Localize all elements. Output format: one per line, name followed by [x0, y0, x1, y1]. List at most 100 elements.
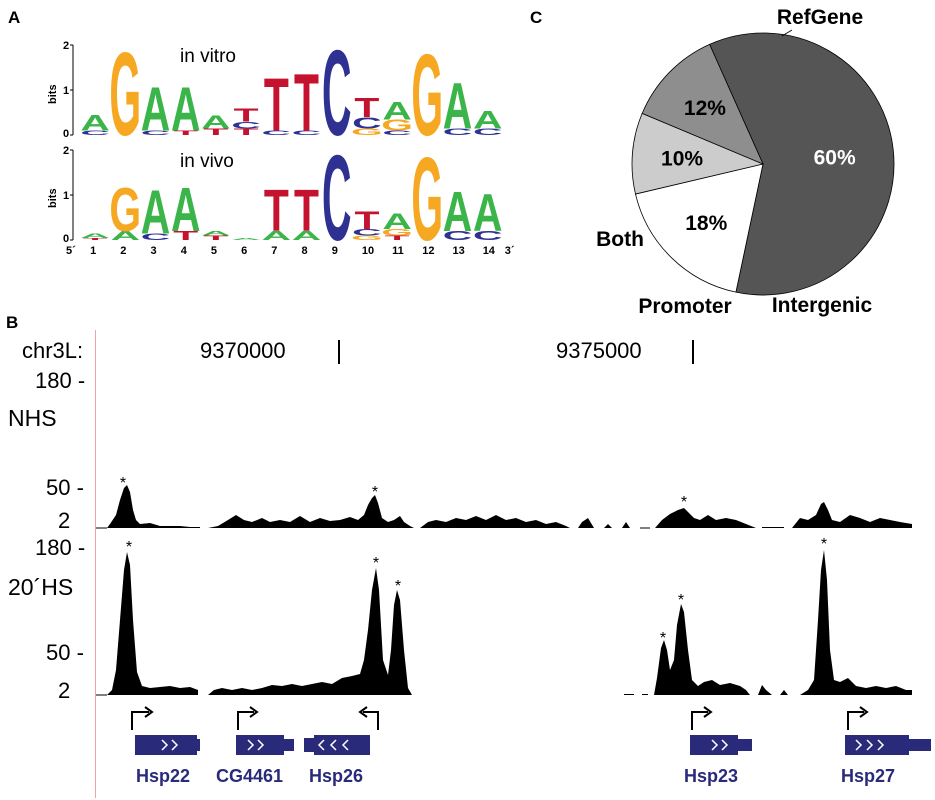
logo-letter-T: T: [234, 104, 260, 125]
hs-track-name: 20´HS: [8, 574, 74, 600]
gene-hsp26: [304, 706, 379, 755]
logo-letter-A: A: [141, 178, 170, 248]
peak-star: *: [681, 494, 687, 511]
logo-title-in-vitro: in vitro: [180, 46, 236, 67]
peak-star: *: [821, 536, 827, 553]
logo-letter-C: C: [141, 130, 170, 137]
hs-top-value: 180 -: [35, 535, 86, 560]
logo-letter-A: A: [443, 182, 472, 244]
logo-letter-A: A: [262, 229, 291, 243]
logo-letter-T: T: [173, 229, 199, 243]
panel-c-label: C: [530, 8, 543, 27]
logo-letter-G: G: [381, 227, 413, 237]
logo-letter-C: C: [473, 229, 502, 243]
logo-letter-C: C: [231, 120, 260, 130]
logo-letter-C: C: [473, 127, 502, 137]
logo-letter-C: C: [443, 229, 472, 243]
logo-letter-A: A: [171, 75, 200, 145]
track-left-border: [95, 330, 96, 798]
logo-xtick: 3´: [504, 245, 515, 257]
pie-percent-label: 18%: [685, 212, 727, 235]
logo-letter-A: A: [443, 69, 472, 142]
logo-xtick: 5: [210, 245, 218, 257]
coord-label-2: 9375000: [556, 338, 642, 363]
gene-hsp23: [690, 706, 752, 755]
peak-star: *: [373, 555, 379, 572]
panel-a-label: A: [8, 8, 21, 27]
hs-mid-value: 50 -: [46, 640, 84, 665]
logo-letter-C: C: [443, 127, 472, 137]
pie-category-label: RefGene: [777, 6, 863, 29]
logo-letter-A: A: [80, 232, 109, 239]
nhs-top-value: 180 -: [35, 368, 86, 393]
logo-xtick: 3: [150, 245, 157, 257]
peak-star: *: [126, 539, 132, 556]
logo-letter-A: A: [473, 184, 502, 243]
coord-tick-1: [338, 340, 340, 364]
nhs-mid-value: 50 -: [46, 475, 84, 500]
logo-letter-G: G: [351, 235, 383, 242]
peak-star: *: [678, 592, 684, 609]
pie-slice-refgene: [709, 32, 895, 296]
logo-letter-C: C: [382, 130, 411, 137]
logo-letter-A: A: [292, 229, 321, 243]
pie-percent-label: 12%: [684, 97, 726, 120]
gene-models: [131, 706, 931, 755]
logo-xtick: 4: [180, 245, 187, 257]
logo-xtick: 1: [90, 245, 97, 257]
logo-letter-T: T: [234, 127, 259, 137]
pie-category-label: Promoter: [638, 295, 731, 318]
panel-b-label: B: [6, 313, 19, 332]
peak-star: *: [660, 630, 666, 647]
logo-letter-T: T: [385, 235, 410, 242]
logo-letter-A: A: [171, 175, 200, 245]
logo-letter-A: A: [80, 110, 109, 135]
logo-letter-A: A: [111, 229, 140, 243]
logo-title-in-vivo: in vivo: [180, 151, 234, 172]
chrom-label: chr3L:: [22, 338, 84, 363]
pie-chart: 60%RefGene18%Intergenic10%Promoter12%Bot…: [596, 6, 895, 318]
logo-letter-A: A: [201, 230, 230, 237]
pie-slice-both: [641, 43, 764, 165]
logo-letter-G: G: [109, 175, 141, 245]
logo-letter-T: T: [354, 92, 380, 123]
logo-ytick: 0: [63, 128, 70, 140]
logo-letter-A: A: [201, 111, 231, 132]
logo-letter-T: T: [83, 237, 108, 240]
logo-letter-C: C: [80, 130, 109, 137]
logo-letter-G: G: [411, 133, 443, 265]
logo-letter-A: A: [382, 97, 411, 125]
logo-letter-C: C: [322, 26, 351, 161]
logo-letter-T: T: [354, 207, 379, 235]
logo-xtick: 7: [271, 245, 278, 257]
pie-category-label: Both: [596, 228, 644, 251]
logo-xtick: 5´: [66, 245, 76, 257]
nhs-track-name: NHS: [8, 405, 57, 431]
peak-star: *: [395, 578, 401, 595]
gene-label-hsp27: Hsp27: [841, 766, 896, 786]
logo-letter-G: G: [109, 28, 141, 160]
logo-letter-T: T: [294, 177, 319, 243]
gene-label-hsp26: Hsp26: [309, 766, 364, 786]
logo-xtick: 6: [241, 245, 248, 257]
peak-star: *: [372, 484, 378, 501]
gene-label-hsp22: Hsp22: [136, 766, 191, 786]
logo-xtick: 10: [361, 245, 375, 257]
coord-label-1: 9370000: [200, 338, 286, 363]
nhs-signal: [107, 485, 912, 528]
logo-letter-C: C: [352, 114, 381, 132]
logo-letter-C: C: [292, 130, 321, 137]
logo-letter-C: C: [141, 232, 170, 242]
pie-slice-intergenic: [635, 163, 764, 293]
nhs-bottom-value: 2: [58, 508, 71, 533]
logo-ytick: 2: [63, 40, 70, 52]
logo-letter-A: A: [382, 209, 411, 234]
peak-star: *: [120, 475, 126, 492]
gene-label-hsp23: Hsp23: [684, 766, 739, 786]
logo-letter-T: T: [264, 62, 289, 146]
logo-letter-A: A: [231, 237, 261, 240]
